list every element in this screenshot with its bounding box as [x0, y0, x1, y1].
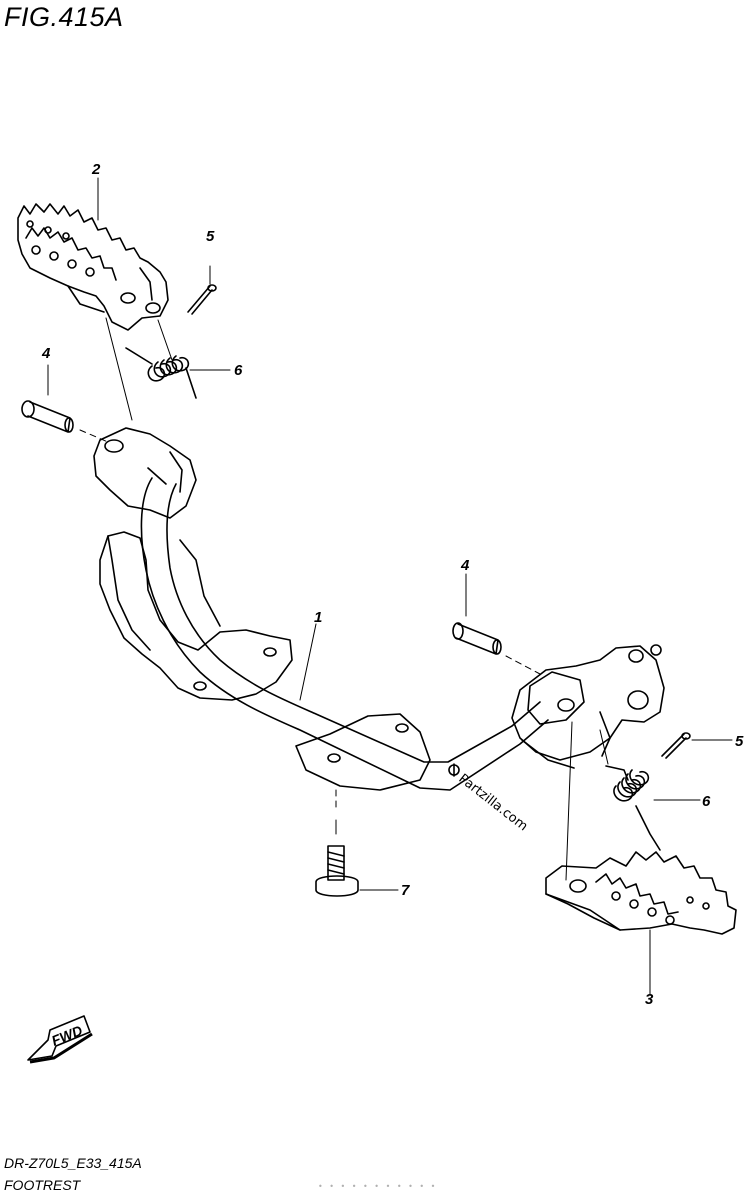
fwd-arrow-icon: FWD [27, 1015, 93, 1064]
callout-4-right: 4 [460, 557, 470, 574]
callout-6-left: 6 [234, 362, 243, 379]
faint-footer-text: • • • • • • • • • • • [318, 1182, 438, 1191]
figure-name: FOOTREST [4, 1177, 81, 1193]
callout-2: 2 [91, 161, 101, 178]
watermark: Partzilla.com [456, 771, 531, 834]
callout-5-left: 5 [206, 228, 215, 245]
left-pin [21, 364, 109, 443]
callout-7: 7 [401, 882, 410, 899]
callout-3: 3 [645, 991, 654, 1008]
right-spring [605, 765, 701, 851]
right-footpeg [545, 851, 737, 991]
bolt [315, 789, 399, 897]
callout-6-right: 6 [702, 793, 711, 810]
callout-5-right: 5 [735, 733, 744, 750]
right-pin [452, 573, 541, 675]
left-footpeg [17, 203, 169, 331]
footrest-bracket [93, 427, 665, 791]
figure-title: FIG.415A [4, 2, 124, 32]
right-cotter-pin [661, 732, 733, 759]
callout-1: 1 [314, 609, 322, 626]
left-spring [125, 347, 197, 399]
callout-4-left: 4 [41, 345, 51, 362]
fwd-label: FWD [49, 1022, 85, 1049]
figure-code: DR-Z70L5_E33_415A [4, 1155, 142, 1171]
left-cotter-pin [187, 265, 217, 315]
